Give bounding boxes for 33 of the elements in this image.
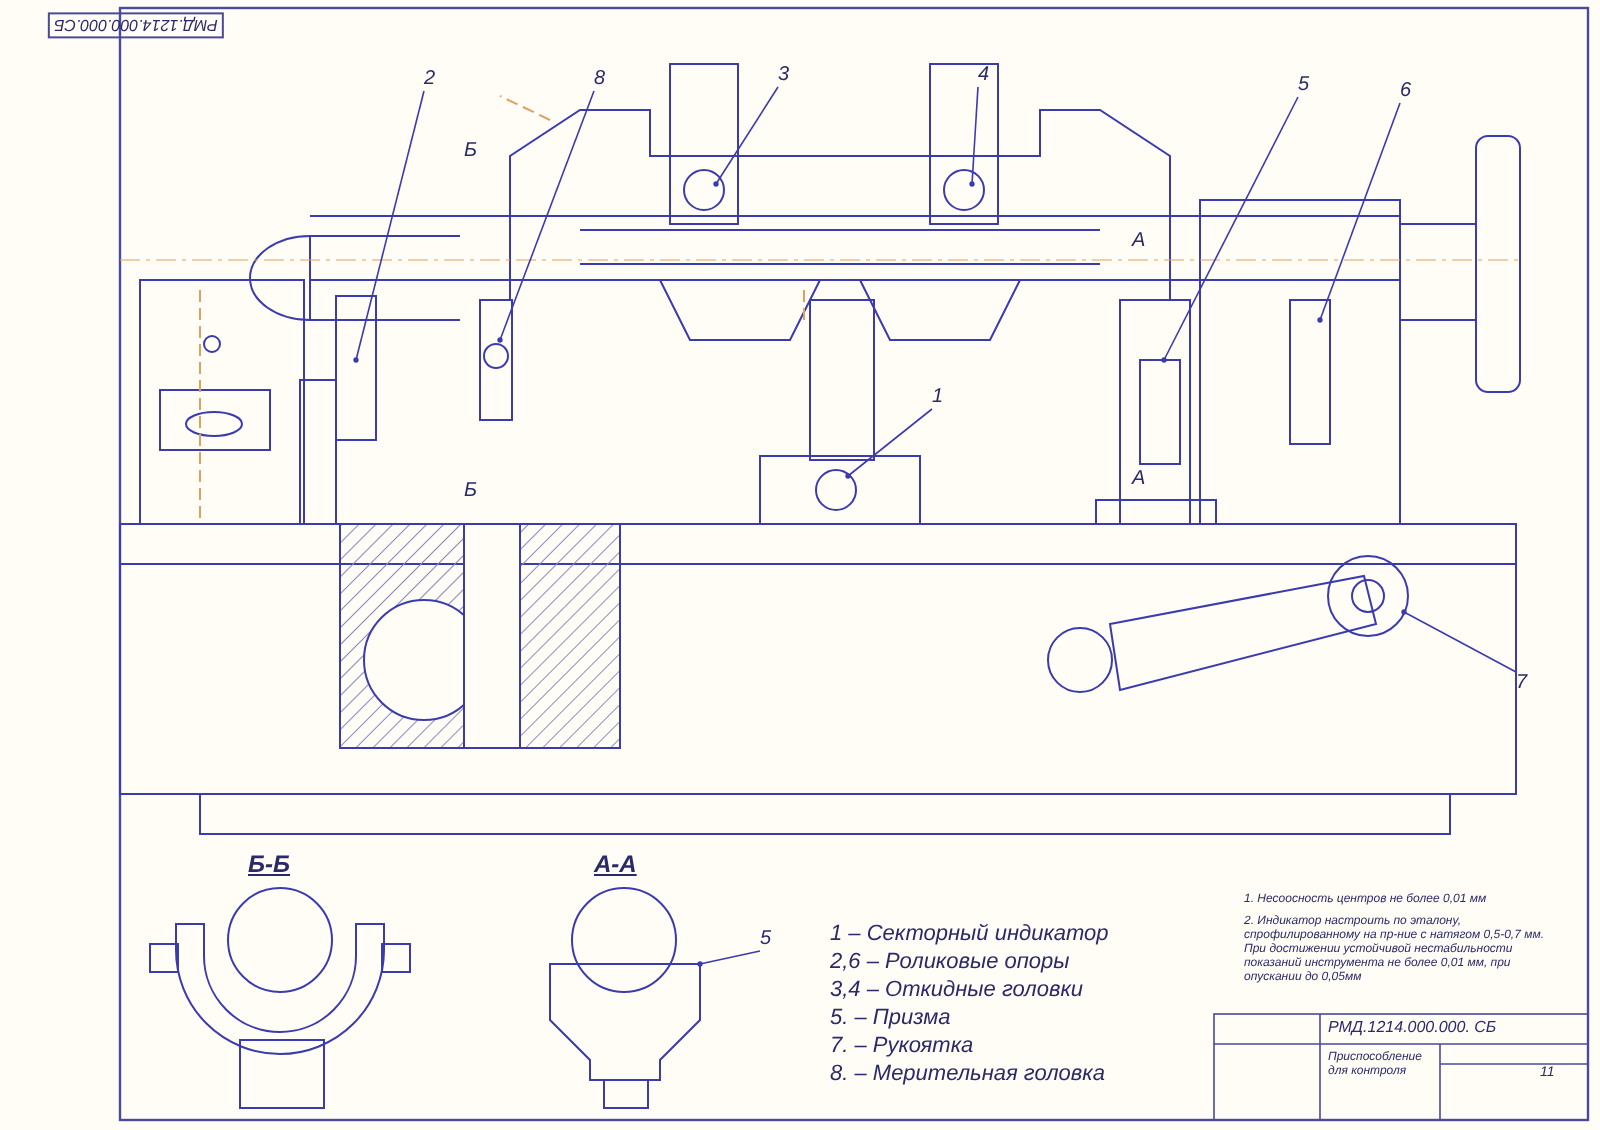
callout-number: 6: [1400, 80, 1412, 103]
prism-drawing: [549, 963, 701, 1081]
section-title: Б-Б: [248, 852, 290, 880]
section-mark: А: [1132, 468, 1146, 491]
leader-line: [845, 408, 933, 479]
drawing-number: РМД.1214.000.000.СБ: [48, 12, 224, 39]
section-mark: Б: [464, 140, 478, 163]
leader-line: [1317, 102, 1401, 323]
callout-number: 8: [594, 68, 606, 91]
section-title: А-А: [594, 852, 637, 880]
drawing-number: РМД.1214.000.000. СБ: [1328, 1018, 1497, 1037]
section-mark: А: [1132, 230, 1146, 253]
part-list-item: 5. – Призма: [830, 1006, 951, 1032]
callout-number: 5: [1298, 74, 1310, 97]
part-list-item: 8. – Мерительная головка: [830, 1062, 1105, 1088]
callout-number: 7: [1516, 672, 1528, 695]
leader-line: [1161, 96, 1299, 363]
leader-line: [697, 950, 761, 967]
part-list-item: 1 – Секторный индикатор: [830, 922, 1109, 948]
leader-line: [1401, 609, 1517, 673]
callout-number: 4: [978, 64, 990, 87]
leader-line: [497, 90, 595, 343]
part-list-item: 2,6 – Роликовые опоры: [830, 950, 1070, 976]
leader-line: [969, 86, 979, 187]
leader-line: [713, 86, 779, 187]
callout-number: 2: [424, 68, 436, 91]
callout-number: 3: [778, 64, 790, 87]
callout-number: 5: [760, 928, 772, 951]
part-list-item: 7. – Рукоятка: [830, 1034, 974, 1060]
section-mark: Б: [464, 480, 478, 503]
callout-number: 1: [932, 386, 944, 409]
leader-line: [353, 90, 425, 363]
part-list-item: 3,4 – Откидные головки: [830, 978, 1084, 1004]
